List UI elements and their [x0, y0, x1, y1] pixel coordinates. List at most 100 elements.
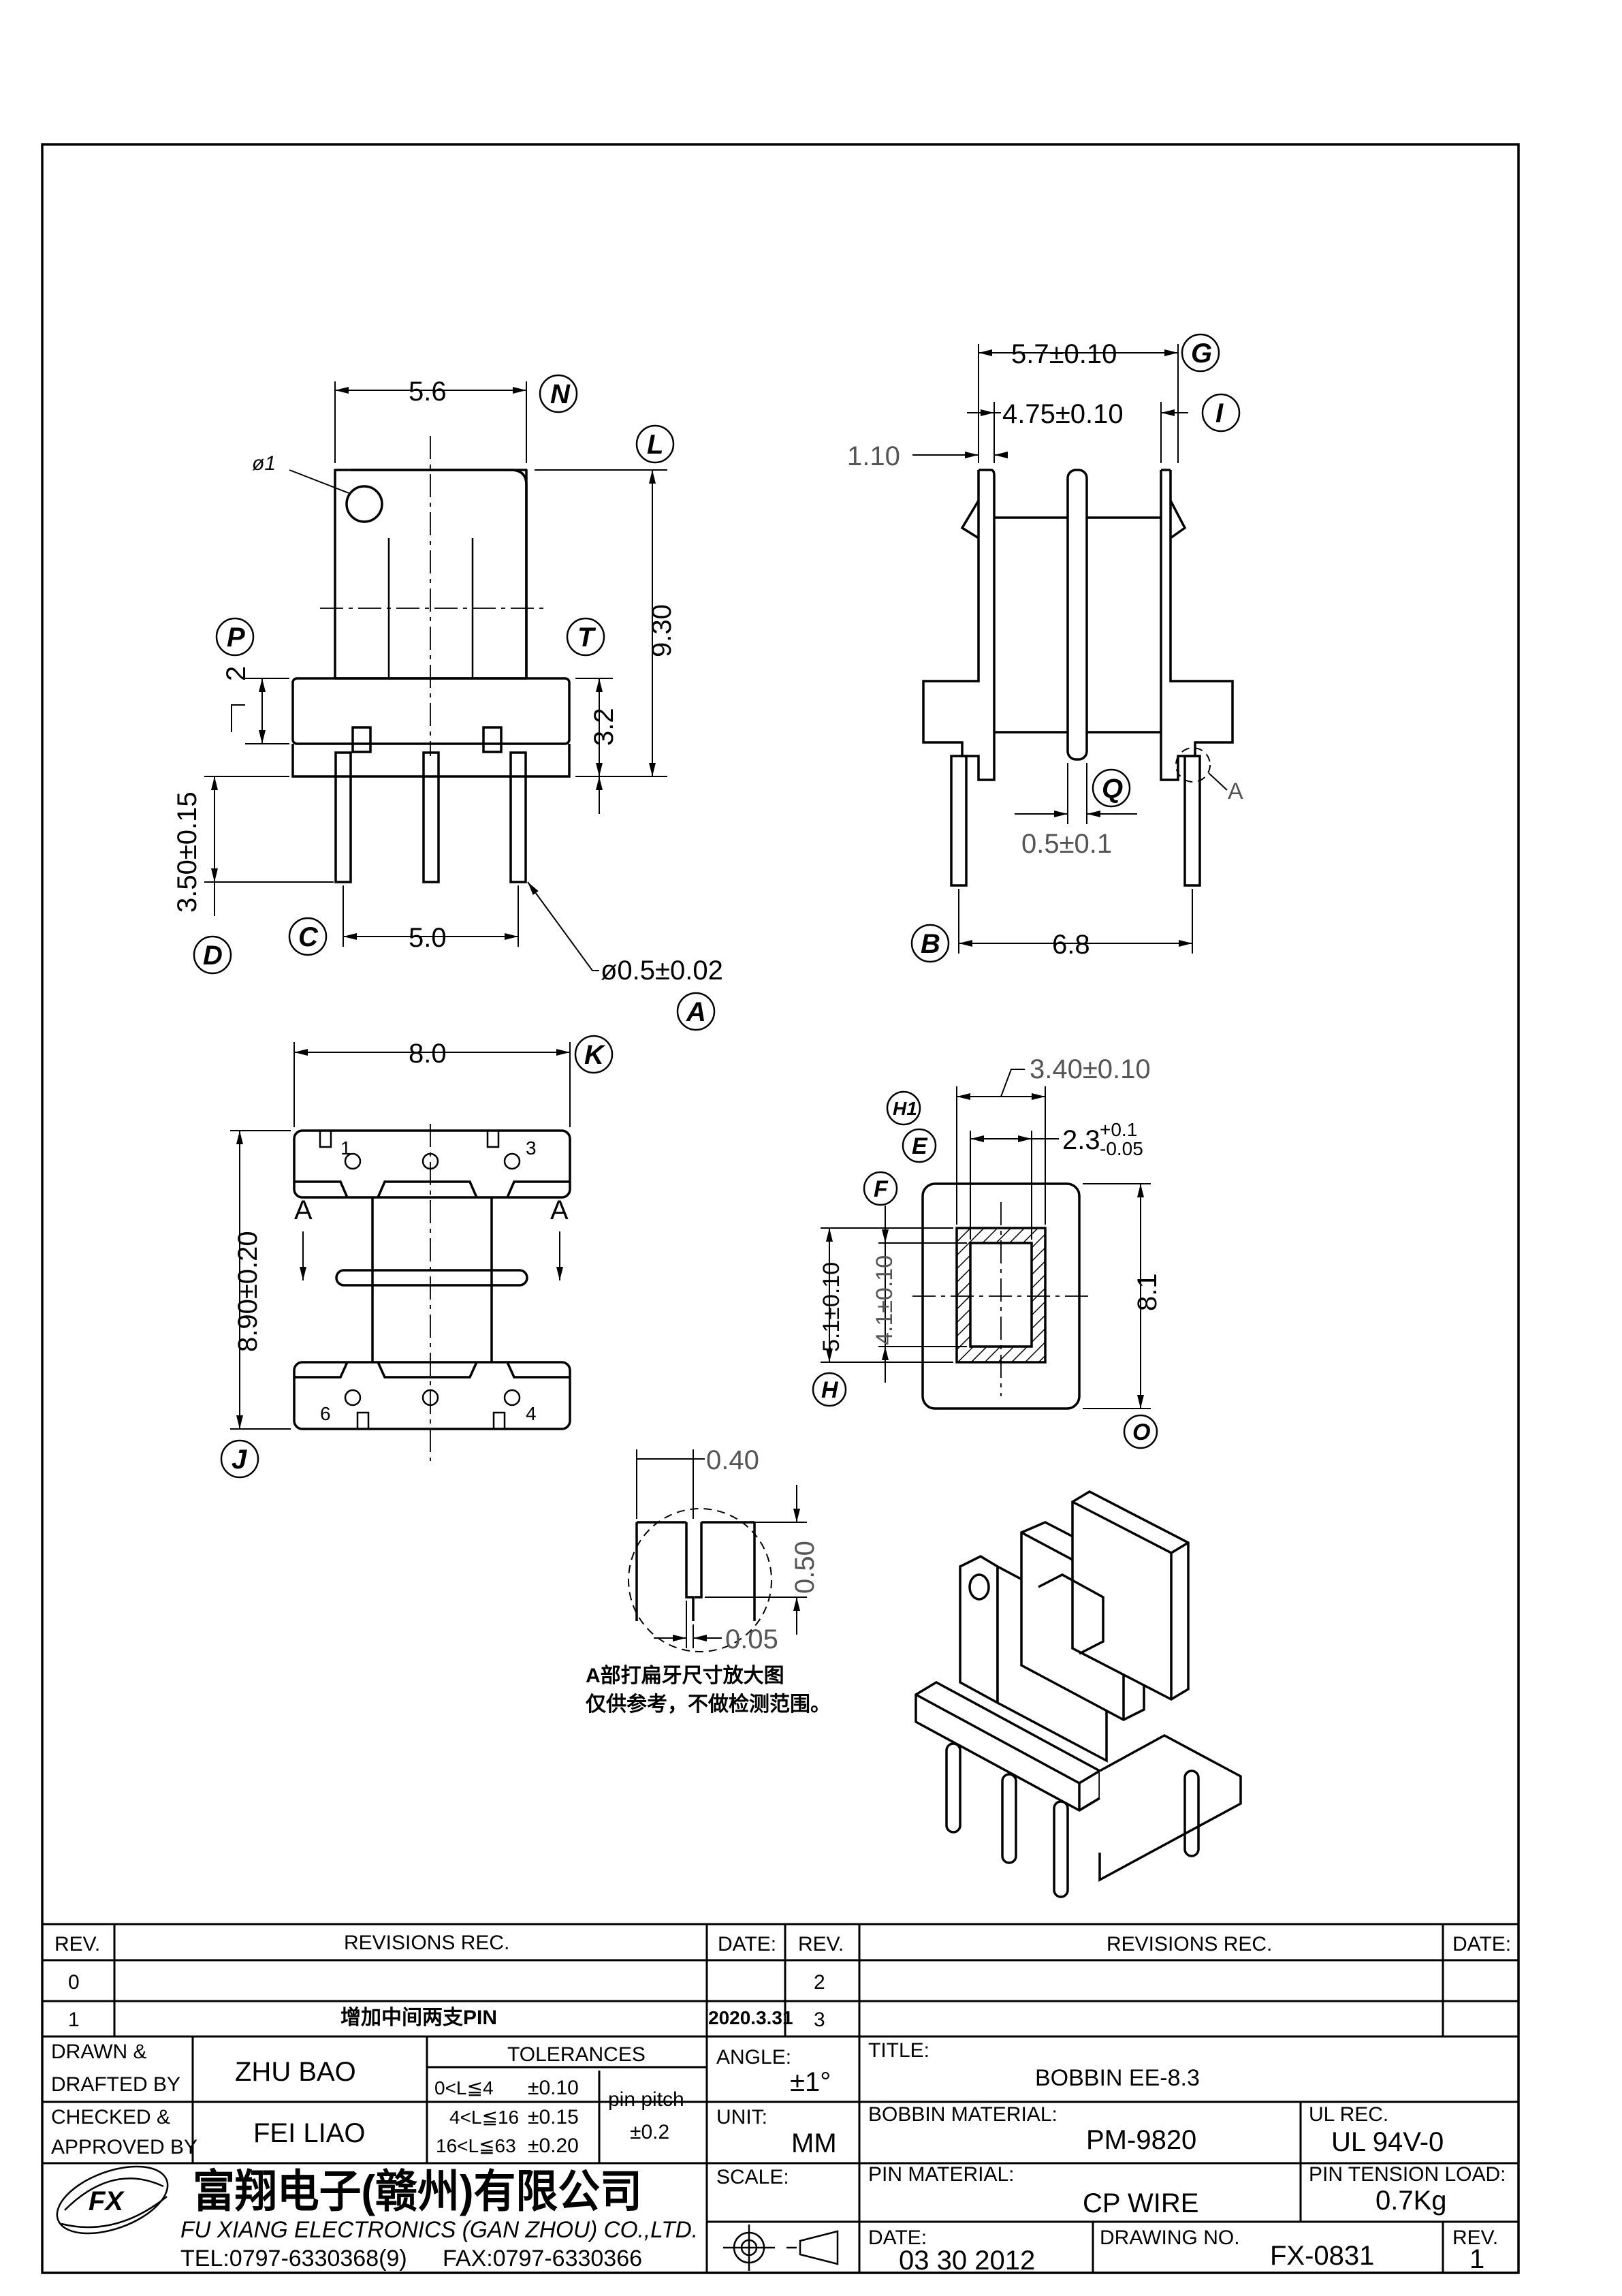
rev-label: REV. — [1452, 2227, 1498, 2249]
bobbin-material-value: PM-9820 — [1086, 2125, 1196, 2155]
balloon-F: F — [863, 1171, 898, 1206]
balloon-A: A — [676, 992, 716, 1031]
iso-pin-3 — [1053, 1800, 1069, 1898]
dim-2-3-tol-dn: -0.05 — [1100, 1138, 1143, 1159]
balloon-E: E — [902, 1128, 937, 1163]
rev-header-left: REV. — [54, 1933, 100, 1955]
dim-0-05: 0.05 — [725, 1624, 778, 1654]
tol-value-2: ±0.15 — [528, 2106, 579, 2128]
balloon-H1: H1 — [886, 1090, 921, 1126]
balloon-H: H — [812, 1372, 847, 1407]
dim-0-50: 0.50 — [790, 1541, 820, 1594]
balloon-J: J — [220, 1439, 259, 1479]
detail-A-marker — [1175, 747, 1211, 783]
balloon-T: T — [566, 617, 605, 657]
pin-material-label: PIN MATERIAL: — [868, 2163, 1014, 2186]
svg-text:L: L — [647, 430, 663, 460]
date-value: 03 30 2012 — [899, 2246, 1035, 2276]
pin-number-3: 3 — [526, 1137, 537, 1159]
isometric-view — [915, 1490, 1242, 1898]
drawn-label-2: DRAFTED BY — [51, 2073, 180, 2096]
company-en: FU XIANG ELECTRONICS (GAN ZHOU) CO.,LTD. — [180, 2217, 698, 2243]
dim-5-6: 5.6 — [409, 377, 447, 407]
rev-1-rec: 增加中间两支PIN — [340, 2007, 497, 2029]
balloon-B: B — [910, 924, 950, 963]
rec-header-right: REVISIONS REC. — [1107, 1933, 1272, 1955]
balloon-G: G — [1181, 333, 1220, 373]
rev-0: 0 — [68, 1971, 80, 1994]
balloon-K: K — [574, 1035, 614, 1074]
note-line-2: 仅供参考，不做检测范围。 — [586, 1693, 831, 1716]
svg-text:A: A — [686, 997, 706, 1027]
dim-0-40: 0.40 — [706, 1445, 759, 1475]
side-view: A 5.7±0.10 4.75±0.10 1.10 0.5±0.1 6.8 — [847, 339, 1243, 960]
section-A-right: A — [550, 1195, 569, 1225]
dim-2-3: 2.3 — [1062, 1125, 1100, 1155]
rec-header-left: REVISIONS REC. — [344, 1932, 509, 1954]
dim-3-40: 3.40±0.10 — [1030, 1054, 1151, 1084]
tol-value-3: ±0.20 — [528, 2135, 579, 2157]
pin-number-6: 6 — [320, 1403, 331, 1424]
svg-text:J: J — [232, 1445, 247, 1475]
drawing-border — [41, 143, 1520, 2274]
svg-text:G: G — [1191, 339, 1212, 368]
tol-range-3: 16<L≦63 — [436, 2135, 516, 2156]
dim-3-50: 3.50±0.15 — [172, 791, 202, 913]
dim-8-1: 8.1 — [1132, 1273, 1162, 1311]
svg-text:F: F — [874, 1176, 889, 1202]
mounting-hole — [345, 485, 383, 523]
rev-1: 1 — [68, 2009, 80, 2031]
company-logo: FX — [56, 2165, 169, 2235]
unit-label: UNIT: — [716, 2106, 767, 2128]
dim-5-7: 5.7±0.10 — [1011, 339, 1117, 369]
pin-tension-label: PIN TENSION LOAD: — [1309, 2163, 1506, 2186]
tel: TEL:0797-6330368(9) — [180, 2246, 407, 2271]
rev-3: 3 — [814, 2009, 825, 2031]
side-pin-right — [1183, 755, 1201, 887]
iso-pin-1 — [945, 1742, 961, 1834]
drawing-no-value: FX-0831 — [1270, 2241, 1374, 2271]
projection-symbol-icon — [723, 2224, 839, 2271]
title-label: TITLE: — [868, 2039, 929, 2062]
drawing-no-label: DRAWING NO. — [1100, 2227, 1240, 2249]
side-pin-left — [950, 755, 968, 887]
pin-pitch-value: ±0.2 — [630, 2121, 669, 2143]
detail-A-label: A — [1228, 779, 1243, 804]
dim-5-0: 5.0 — [409, 923, 447, 953]
dim-1-10: 1.10 — [847, 441, 900, 471]
note-line-1: A部打扁牙尺寸放大图 — [586, 1664, 784, 1687]
balloon-Q: Q — [1092, 768, 1131, 808]
balloon-D: D — [193, 935, 232, 975]
dim-4-75: 4.75±0.10 — [1002, 399, 1124, 429]
date-label: DATE: — [868, 2227, 927, 2249]
checked-value: FEI LIAO — [253, 2118, 366, 2148]
angle-value: ±1° — [790, 2067, 831, 2097]
title-value: BOBBIN EE-8.3 — [1035, 2065, 1200, 2091]
tol-range-2: 4<L≦16 — [449, 2107, 519, 2128]
fax: FAX:0797-6330366 — [443, 2246, 642, 2271]
svg-text:Q: Q — [1102, 774, 1123, 804]
tol-value-1: ±0.10 — [528, 2077, 579, 2099]
pin-3 — [509, 751, 527, 883]
dim-5-1: 5.1±0.10 — [818, 1262, 844, 1352]
dim-3-2: 3.2 — [589, 708, 619, 746]
rev-value: 1 — [1469, 2244, 1484, 2274]
dim-8-90: 8.90±0.20 — [233, 1231, 263, 1352]
balloon-N: N — [539, 374, 578, 413]
date-header-left: DATE: — [718, 1933, 776, 1955]
dim-0-5: 0.5±0.1 — [1021, 829, 1112, 859]
pin-number-1: 1 — [340, 1137, 351, 1159]
svg-text:I: I — [1215, 398, 1224, 428]
iso-pin-2 — [1001, 1773, 1017, 1864]
front-view: 5.6 9.30 3.2 2 3.50±0.15 5.0 ø0.5±0.02 ø… — [172, 377, 723, 986]
detail-a-view: 0.40 0.50 0.05 — [628, 1445, 820, 1654]
svg-text:T: T — [577, 623, 597, 652]
svg-text:E: E — [912, 1133, 928, 1159]
dim-pin-diameter: ø0.5±0.02 — [601, 956, 723, 986]
dim-hole-diameter: ø1 — [252, 452, 276, 475]
checked-label-1: CHECKED & — [51, 2106, 170, 2128]
date-header-right: DATE: — [1452, 1933, 1511, 1955]
iso-pin-4 — [1183, 1770, 1200, 1857]
tol-range-1: 0<L≦4 — [434, 2077, 494, 2098]
